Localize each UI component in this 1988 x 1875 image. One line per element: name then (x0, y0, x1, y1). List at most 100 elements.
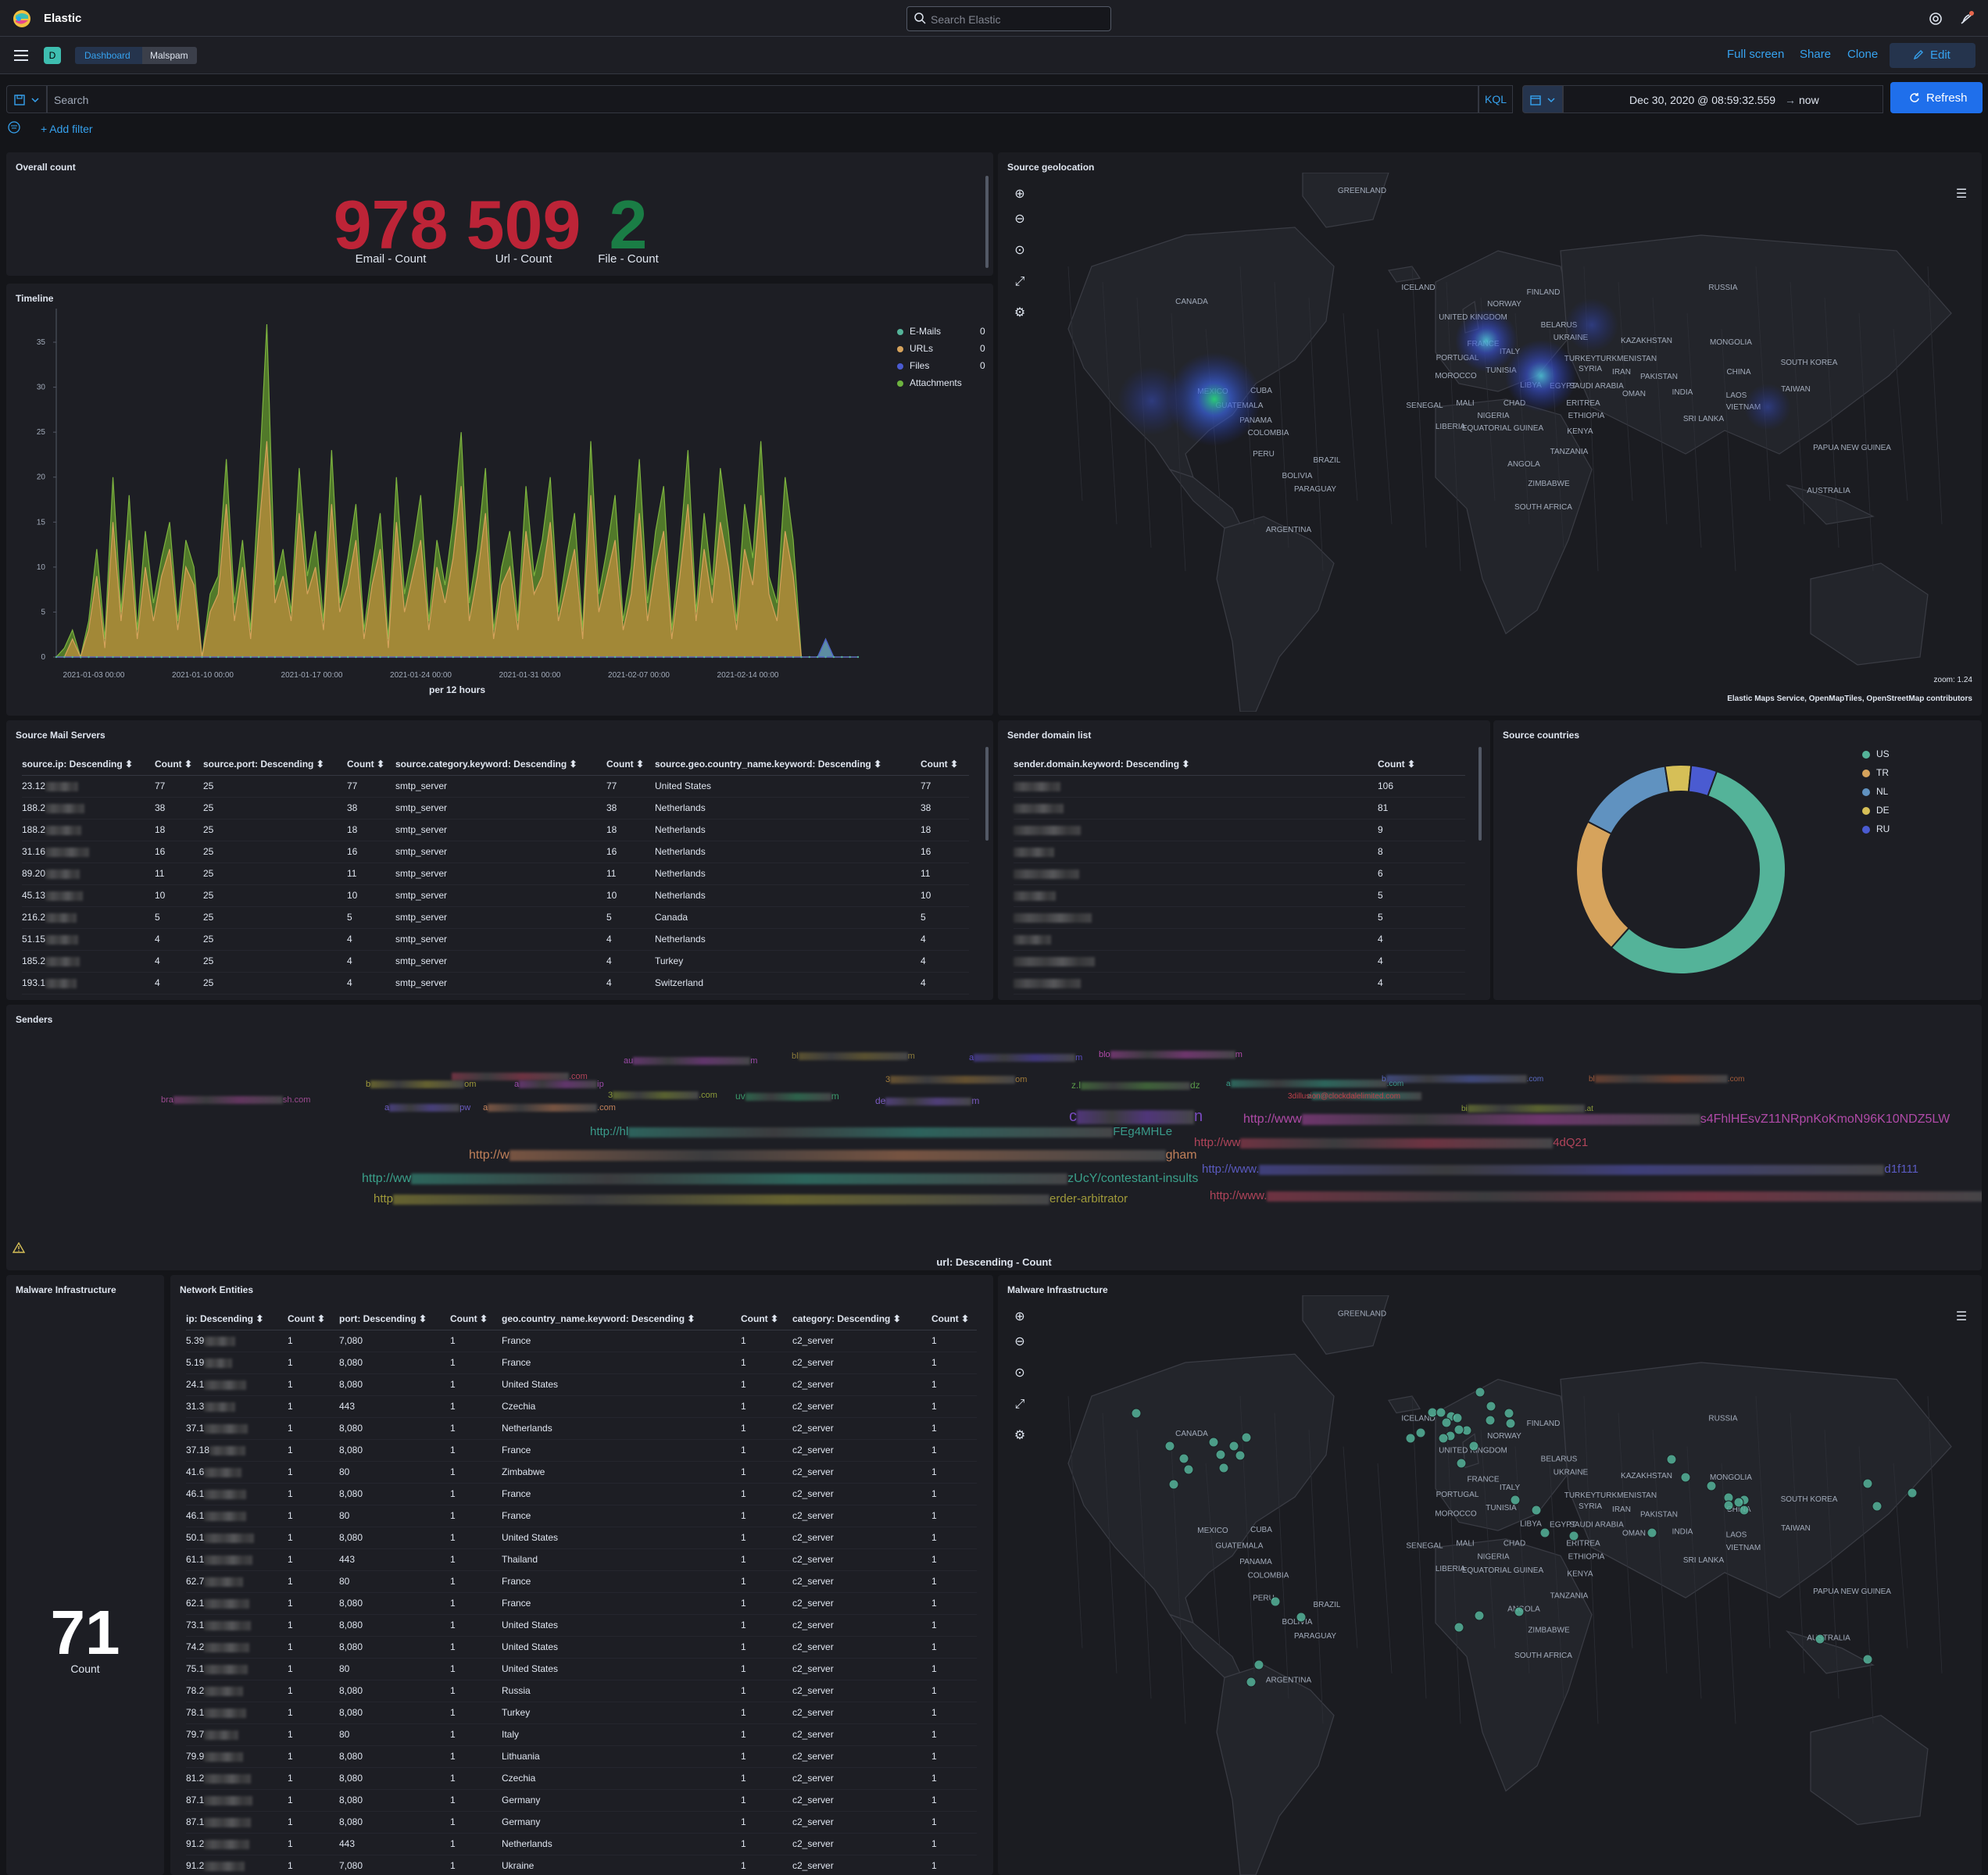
column-header[interactable]: Count ⬍ (288, 1308, 339, 1330)
global-search[interactable]: Search Elastic (906, 6, 1111, 31)
c2-server-marker[interactable] (1218, 1462, 1229, 1473)
column-header[interactable]: Count ⬍ (921, 753, 969, 776)
space-avatar[interactable]: D (44, 47, 61, 64)
column-header[interactable]: Count ⬍ (606, 753, 655, 776)
table-row[interactable]: 6 (1014, 862, 1465, 885)
c2-server-marker[interactable] (1568, 1530, 1579, 1541)
c2-server-marker[interactable] (1131, 1408, 1142, 1419)
c2-server-marker[interactable] (1475, 1387, 1486, 1398)
cloud-word[interactable]: http://www.d1f111 (1202, 1162, 1918, 1176)
app-name[interactable]: Elastic (44, 12, 82, 25)
c2-server-marker[interactable] (1647, 1527, 1657, 1538)
c2-server-marker[interactable] (1723, 1500, 1734, 1511)
column-header[interactable]: port: Descending ⬍ (339, 1308, 450, 1330)
map-attribution[interactable]: Elastic Maps Service, OpenMapTiles, Open… (1727, 695, 1972, 703)
notifications-icon[interactable] (1958, 10, 1975, 27)
cloud-word[interactable]: 3dillusion@clockdalelimited.com (1288, 1092, 1400, 1101)
zoom-in-icon[interactable]: ⊕ (1014, 1310, 1025, 1323)
c2-server-marker[interactable] (1427, 1407, 1438, 1418)
cloud-word[interactable]: a (1307, 1092, 1421, 1101)
column-header[interactable]: source.category.keyword: Descending ⬍ (395, 753, 606, 776)
c2-server-marker[interactable] (1468, 1441, 1479, 1452)
c2-server-marker[interactable] (1907, 1488, 1918, 1498)
help-icon[interactable] (1928, 11, 1943, 27)
c2-server-marker[interactable] (1452, 1412, 1463, 1423)
cloud-word[interactable]: bl.com (1589, 1075, 1744, 1084)
c2-server-marker[interactable] (1706, 1480, 1717, 1491)
c2-server-marker[interactable] (1164, 1441, 1175, 1452)
c2-server-marker[interactable] (1485, 1415, 1496, 1426)
elastic-logo-icon[interactable] (13, 9, 31, 28)
zoom-in-icon[interactable]: ⊕ (1014, 188, 1025, 201)
c2-server-marker[interactable] (1270, 1596, 1281, 1607)
fit-to-data-icon[interactable]: ⊙ (1014, 1366, 1025, 1380)
column-header[interactable]: Count ⬍ (1378, 753, 1465, 776)
c2-server-marker[interactable] (1815, 1634, 1825, 1645)
column-header[interactable]: Count ⬍ (347, 753, 395, 776)
c2-server-marker[interactable] (1168, 1479, 1179, 1490)
c2-server-marker[interactable] (1441, 1417, 1452, 1428)
layers-toggle-icon[interactable]: ☰ (1955, 1310, 1968, 1323)
c2-server-marker[interactable] (1862, 1478, 1873, 1489)
add-filter-button[interactable]: + Add filter (41, 123, 93, 135)
c2-server-marker[interactable] (1666, 1454, 1677, 1465)
cloud-word[interactable]: .com (452, 1072, 588, 1081)
c2-server-marker[interactable] (1436, 1407, 1446, 1418)
series-area-urls[interactable] (56, 441, 858, 659)
layers-toggle-icon[interactable]: ☰ (1955, 188, 1968, 201)
donut-slice-ru[interactable] (1687, 764, 1718, 798)
legend-item[interactable]: DE (1862, 805, 1890, 823)
c2-server-marker[interactable] (1415, 1427, 1426, 1438)
date-quick-menu[interactable] (1522, 85, 1563, 113)
column-header[interactable]: ip: Descending ⬍ (186, 1308, 288, 1330)
column-header[interactable]: source.ip: Descending ⬍ (22, 753, 155, 776)
world-map[interactable]: GREENLANDICELANDCANADARUSSIAFINLANDNORWA… (998, 173, 1982, 712)
column-header[interactable]: Count ⬍ (155, 753, 203, 776)
table-row[interactable]: 5 (1014, 906, 1465, 929)
c2-server-marker[interactable] (1228, 1441, 1239, 1452)
warning-icon[interactable] (12, 1241, 26, 1255)
column-header[interactable]: Count ⬍ (931, 1308, 977, 1330)
kql-button[interactable]: KQL (1478, 85, 1513, 113)
date-start[interactable]: Dec 30, 2020 @ 08:59:32.559 (1629, 94, 1776, 106)
column-header[interactable]: category: Descending ⬍ (792, 1308, 931, 1330)
cloud-word[interactable]: a.com (1226, 1080, 1403, 1088)
date-end[interactable]: now (1799, 94, 1819, 106)
world-map[interactable]: GREENLANDICELANDCANADARUSSIAFINLANDNORWA… (998, 1295, 1982, 1875)
breadcrumb-dashboard[interactable]: Dashboard (75, 47, 142, 64)
cloud-word[interactable]: a.com (483, 1103, 616, 1112)
c2-server-marker[interactable] (1405, 1433, 1416, 1444)
c2-server-marker[interactable] (1739, 1505, 1750, 1516)
expand-icon[interactable]: ⤢ (1014, 1398, 1025, 1411)
c2-server-marker[interactable] (1872, 1501, 1883, 1512)
tools-icon[interactable]: ⚙ (1014, 306, 1026, 320)
countries-donut-chart[interactable] (1493, 720, 1822, 1000)
